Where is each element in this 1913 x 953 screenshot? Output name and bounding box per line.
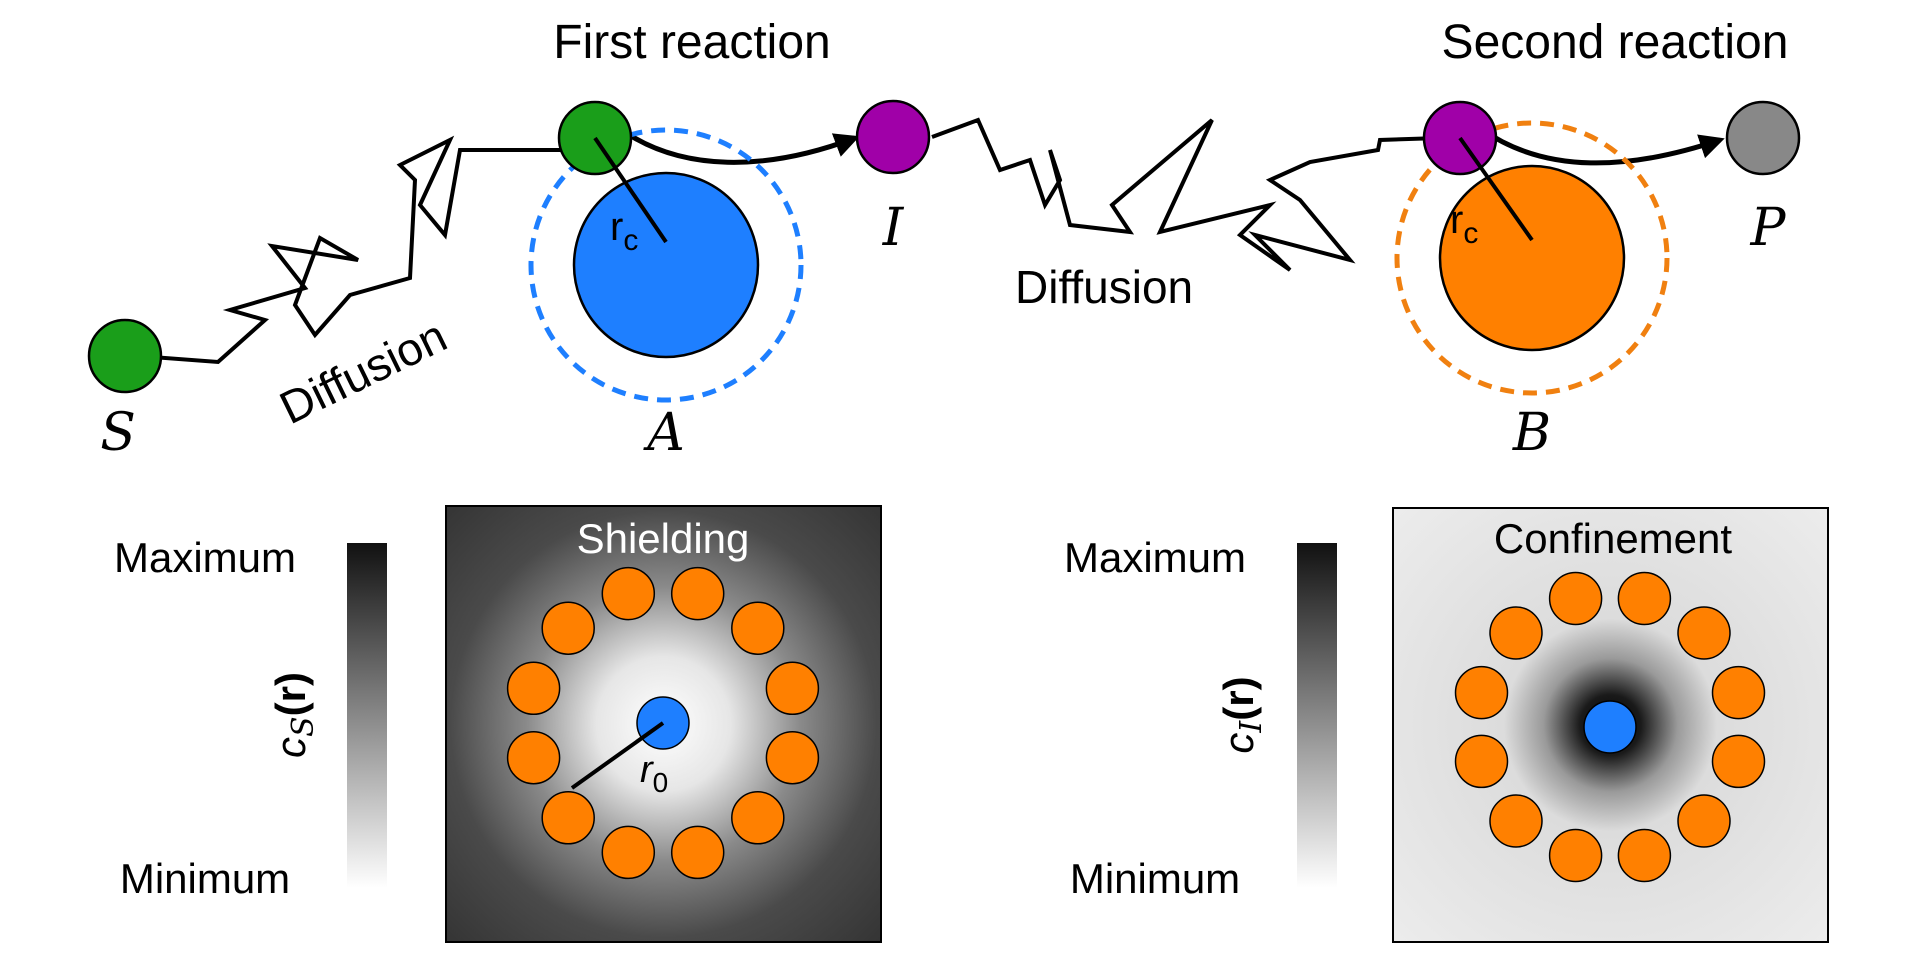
- capture-radius-line-a: [593, 136, 668, 244]
- shielding-ring-enzyme: [670, 566, 725, 621]
- diffusion-path-right: [931, 117, 1441, 272]
- symbol-enzyme-b: B: [1512, 403, 1551, 463]
- shielding-panel-group: Maximum Minimum cS(r) Shielding r0: [114, 505, 882, 943]
- confinement-colorbar-min-label: Minimum: [1070, 855, 1240, 902]
- shielding-ring-enzyme: [601, 566, 656, 621]
- shielding-radius-line: [570, 721, 665, 790]
- shielding-ring-enzyme: [541, 791, 595, 845]
- capture-radius-label-b: rc: [1450, 198, 1478, 250]
- enzyme-b-capture-radius: [1394, 120, 1670, 396]
- confinement-ring-enzyme: [1617, 828, 1672, 883]
- diffusion-label-right: Diffusion: [1015, 261, 1193, 313]
- confinement-ring-enzyme: [1711, 665, 1766, 720]
- confinement-ring-enzyme: [1548, 571, 1603, 626]
- confinement-colorbar: [1297, 543, 1337, 888]
- intermediate-particle: [855, 99, 931, 175]
- symbol-enzyme-a: A: [643, 403, 685, 463]
- substrate-particle: [87, 318, 163, 394]
- shielding-enzyme-ring: [506, 566, 820, 880]
- shielding-ring-enzyme: [765, 661, 820, 716]
- reaction-arrow-second: [1478, 125, 1725, 166]
- reaction-cascade: rc rc First reaction Second reaction Dif…: [87, 16, 1801, 463]
- product-particle: [1725, 100, 1801, 176]
- shielding-ring-enzyme: [670, 825, 725, 880]
- confinement-colorbar-max-label: Maximum: [1064, 534, 1246, 581]
- shielding-ring-enzyme: [731, 601, 785, 655]
- enzyme-b: [1438, 164, 1626, 352]
- capture-radius-label-a: rc: [610, 205, 638, 257]
- diffusion-path-left: [124, 135, 595, 365]
- enzyme-a: [572, 171, 760, 359]
- symbol-product: P: [1750, 198, 1787, 258]
- diffusion-label-left: Diffusion: [272, 309, 455, 434]
- confinement-enzyme-ring: [1454, 571, 1766, 883]
- symbol-intermediate: I: [882, 198, 905, 258]
- confinement-ring-enzyme: [1617, 571, 1672, 626]
- shielding-colorbar-axis-label: cS(r): [267, 672, 321, 758]
- confinement-ring-enzyme: [1677, 606, 1731, 660]
- shielding-ring-enzyme: [731, 791, 785, 845]
- confinement-ring-enzyme: [1489, 606, 1543, 660]
- second-reaction-title: Second reaction: [1442, 16, 1789, 69]
- confinement-ring-enzyme: [1711, 734, 1766, 789]
- confinement-colorbar-axis-label: cI(r): [1215, 676, 1269, 753]
- capture-radius-line-b: [1458, 136, 1534, 242]
- first-reaction-title: First reaction: [553, 16, 830, 69]
- shielding-ring-enzyme: [506, 730, 561, 785]
- confinement-title: Confinement: [1494, 515, 1732, 562]
- enzyme-a-capture-radius: [528, 127, 804, 403]
- confinement-central-enzyme: [1583, 700, 1637, 754]
- confinement-panel-group: Maximum Minimum cI(r) Confinement: [1064, 507, 1829, 943]
- shielding-ring-enzyme: [541, 601, 595, 655]
- shielding-title: Shielding: [577, 515, 750, 562]
- shielding-colorbar-max-label: Maximum: [114, 534, 296, 581]
- shielding-colorbar: [347, 543, 387, 888]
- shielding-radius-label: r0: [640, 749, 668, 798]
- symbol-substrate: S: [100, 403, 136, 463]
- confinement-ring-enzyme: [1454, 665, 1509, 720]
- shielding-ring-enzyme: [601, 825, 656, 880]
- confinement-ring-enzyme: [1677, 794, 1731, 848]
- shielding-ring-enzyme: [506, 661, 561, 716]
- shielding-ring-enzyme: [765, 730, 820, 785]
- confinement-ring-enzyme: [1454, 734, 1509, 789]
- confinement-ring-enzyme: [1548, 828, 1603, 883]
- confinement-ring-enzyme: [1489, 794, 1543, 848]
- reaction-arrow-first: [613, 123, 860, 165]
- shielding-colorbar-min-label: Minimum: [120, 855, 290, 902]
